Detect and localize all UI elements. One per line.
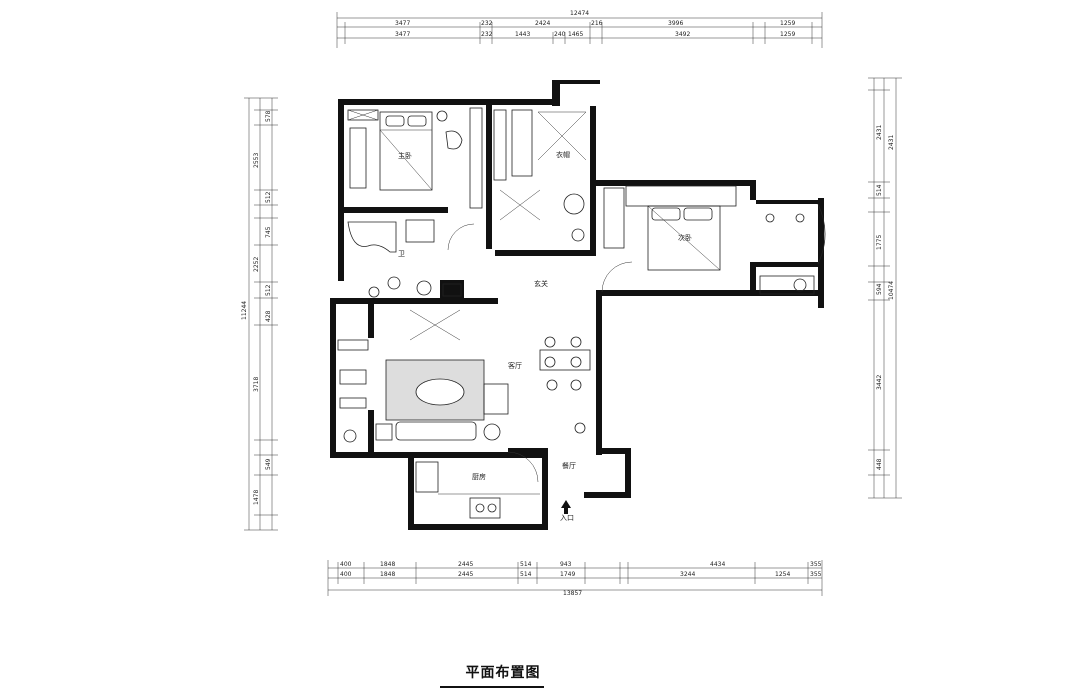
room-label-foyer: 玄关 [534, 279, 548, 288]
left-dim: 512 [265, 284, 272, 296]
bottom-dim: 3244 [680, 571, 695, 578]
top-dim: 232 [481, 20, 493, 27]
left-dim: 428 [265, 310, 272, 322]
room-label-kitchen: 厨房 [472, 472, 486, 481]
bottom-dim: 2445 [458, 571, 473, 578]
left-dim: 578 [265, 110, 272, 122]
bottom-dim: 2445 [458, 561, 473, 568]
left-dim: 3718 [253, 377, 260, 392]
right-dimensions: 10474 2431 514 1775 594 3442 448 2431 [868, 77, 902, 499]
bottom-dim: 943 [560, 561, 572, 568]
right-dim: 594 [876, 283, 883, 295]
title-underline [440, 686, 544, 688]
room-label-second-bedroom: 次卧 [678, 233, 692, 242]
bottom-dim: 4434 [710, 561, 725, 568]
room-label-master-bedroom: 主卧 [398, 151, 412, 160]
bottom-dim: 400 [340, 571, 352, 578]
top-total-dim: 12474 [570, 10, 589, 17]
bottom-dim: 1749 [560, 571, 575, 578]
room-label-cloakroom: 衣帽 [556, 150, 570, 159]
page-title: 平面布置图 [465, 665, 541, 681]
left-dim: 2553 [253, 153, 260, 168]
bottom-dim: 355 [810, 571, 822, 578]
master-bedroom-furniture [347, 107, 483, 209]
right-dim: 2431 [888, 135, 895, 150]
bottom-dim: 355 [810, 561, 822, 568]
top-dim: 3996 [668, 20, 683, 27]
room-label-entrance: 入口 [560, 514, 574, 522]
right-dim: 1775 [876, 235, 883, 250]
bottom-dim: 400 [340, 561, 352, 568]
dining-furniture [539, 336, 591, 434]
left-dim: 549 [265, 458, 272, 470]
top-dim: 216 [591, 20, 603, 27]
bottom-dim: 1254 [775, 571, 790, 578]
living-room-furniture [337, 309, 509, 443]
top-dim: 2424 [535, 20, 550, 27]
left-dim: 745 [265, 226, 272, 238]
top-dimensions: 12474 3477 232 2424 216 3996 1259 3477 2… [336, 10, 823, 48]
entrance-arrow-icon [561, 500, 571, 514]
bottom-dim: 1848 [380, 571, 395, 578]
right-dim: 448 [876, 458, 883, 470]
left-total-dim: 11244 [241, 301, 248, 320]
left-dim: 2252 [253, 257, 260, 272]
bottom-dim: 1848 [380, 561, 395, 568]
bottom-total-dim: 13857 [563, 590, 582, 597]
right-dim: 514 [876, 184, 883, 196]
left-dim: 1478 [253, 490, 260, 505]
top-dim: 232 [481, 31, 493, 38]
right-dim: 3442 [876, 375, 883, 390]
top-dim: 1259 [780, 20, 795, 27]
kitchen-furniture [415, 451, 540, 519]
left-dim: 512 [265, 191, 272, 203]
top-dim: 1465 [568, 31, 583, 38]
bathroom-fixtures [347, 219, 475, 298]
room-label-dining: 餐厅 [562, 461, 576, 470]
bottom-dim: 514 [520, 571, 532, 578]
walls [330, 80, 824, 530]
right-dim: 2431 [876, 125, 883, 140]
bottom-dim: 514 [520, 561, 532, 568]
second-bedroom-furniture [601, 185, 826, 295]
top-dim: 3492 [675, 31, 690, 38]
top-dim: 1443 [515, 31, 530, 38]
top-dim: 3477 [395, 20, 410, 27]
cloakroom-furniture [493, 109, 587, 242]
room-label-bathroom: 卫 [398, 250, 405, 258]
top-dim: 3477 [395, 31, 410, 38]
left-dimensions: 11244 578 2553 512 745 2252 512 428 3718… [241, 97, 278, 531]
room-label-living: 客厅 [508, 361, 522, 370]
right-total-dim: 10474 [888, 281, 895, 300]
bottom-dimensions: 400 1848 2445 514 943 4434 355 400 1848 … [327, 560, 823, 597]
top-dim: 1259 [780, 31, 795, 38]
top-dim: 240 [554, 31, 566, 38]
